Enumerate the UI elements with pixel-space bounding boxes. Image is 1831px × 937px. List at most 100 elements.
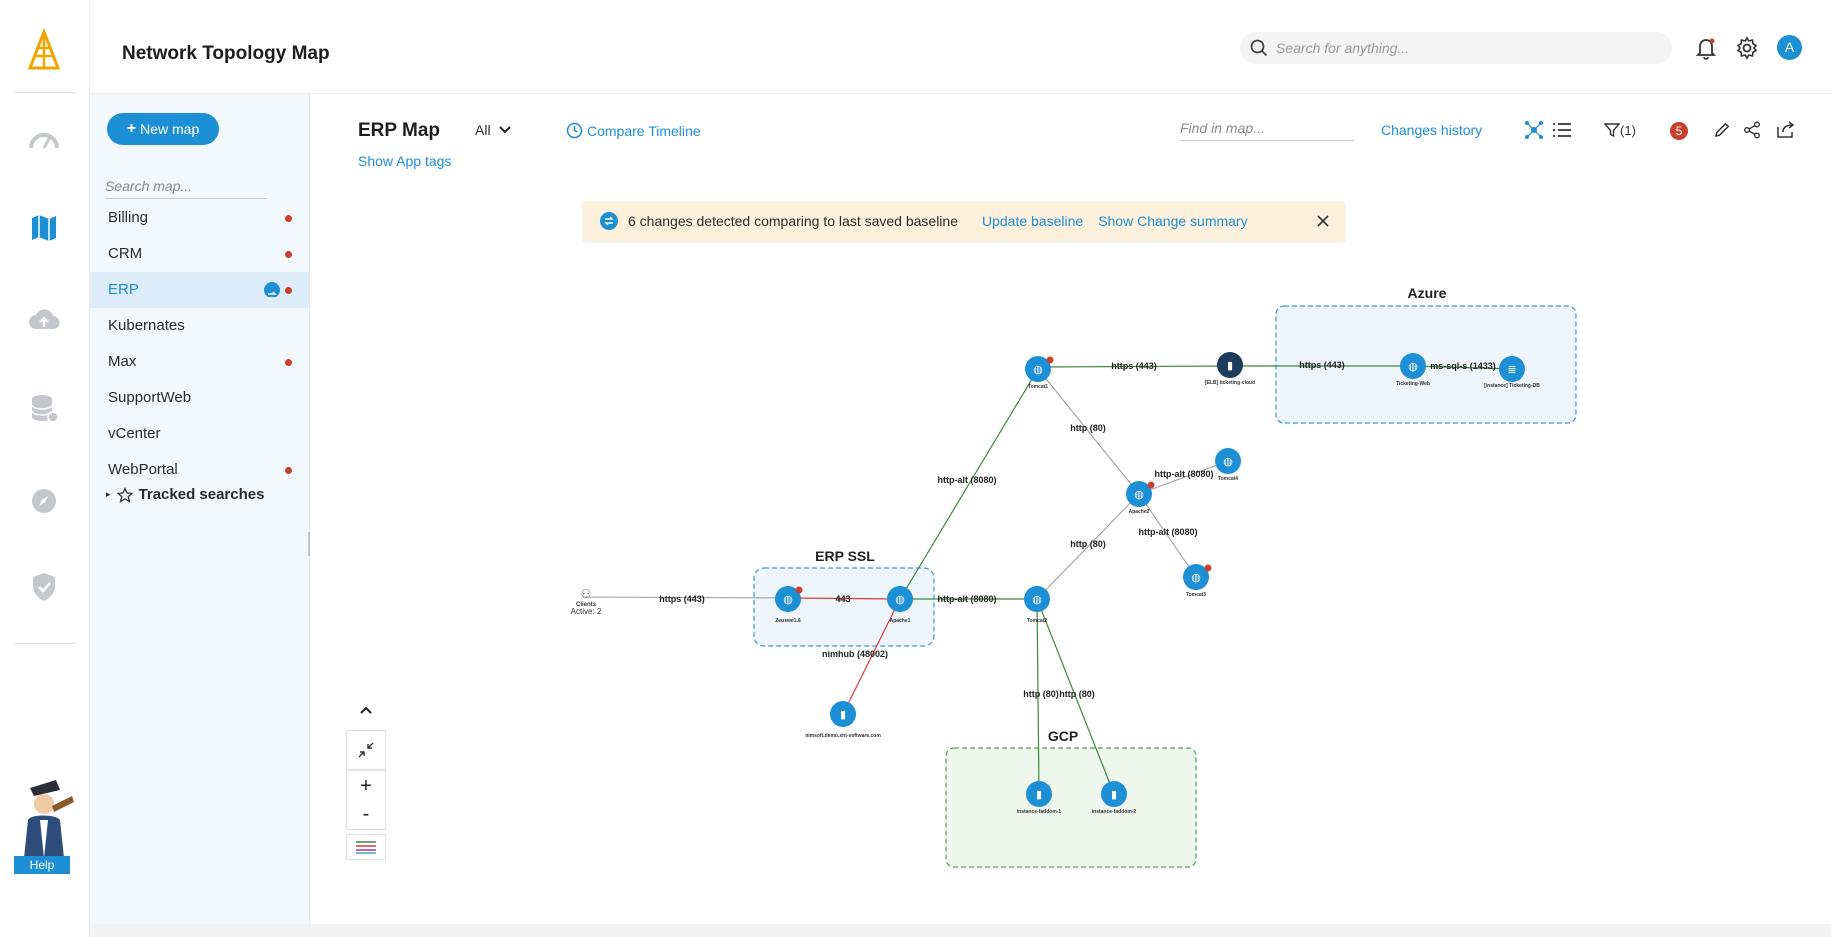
rail-divider — [14, 643, 76, 644]
alert-dot — [285, 287, 292, 294]
database-icon: ≣ — [1507, 364, 1516, 376]
settings-gear-icon[interactable] — [1733, 34, 1761, 62]
globe-icon: ◍ — [895, 594, 905, 606]
globe-icon: ◍ — [783, 594, 793, 606]
map-item-label: Kubernates — [108, 317, 185, 334]
map-item-kubernates[interactable]: Kubernates — [90, 308, 310, 344]
tracked-searches[interactable]: ▸ Tracked searches — [106, 486, 264, 503]
map-item-billing[interactable]: Billing — [90, 200, 310, 236]
node-tomcat2: ◍ Tomcat2 — [1024, 586, 1050, 624]
chevron-down-icon — [498, 126, 511, 134]
edge-zeus-apache1 — [787, 597, 901, 600]
map-list: Billing CRM ERP Kubernates Max SupportWe… — [90, 200, 310, 488]
svg-text:Tomcat3: Tomcat3 — [1186, 592, 1206, 598]
map-item-supportweb[interactable]: SupportWeb — [90, 380, 310, 416]
edge-label: http-alt (8080) — [937, 594, 996, 604]
map-icon[interactable] — [24, 208, 64, 248]
alert-dot — [285, 215, 292, 222]
dashboard-icon[interactable] — [24, 121, 64, 161]
close-icon[interactable] — [1315, 213, 1331, 229]
export-icon[interactable] — [1774, 118, 1798, 142]
search-input[interactable] — [1276, 40, 1656, 56]
node-clients: ⚇ Clients Active: 2 — [571, 587, 602, 616]
zoom-in-icon[interactable]: + — [360, 774, 372, 797]
cloud-icon[interactable] — [24, 300, 64, 340]
edit-pencil-icon[interactable] — [1710, 118, 1734, 142]
funnel-icon — [1604, 123, 1621, 138]
star-icon — [116, 486, 133, 503]
edge-tomcat1-apache2 — [1037, 368, 1140, 495]
group-azure — [1275, 305, 1577, 424]
globe-icon: ◍ — [1033, 364, 1043, 376]
node-apache2: ◍ Apache2 — [1126, 481, 1155, 515]
rail-divider — [14, 92, 76, 93]
alert-count-badge[interactable]: 5 — [1670, 122, 1688, 140]
find-in-map-input[interactable] — [1180, 116, 1354, 141]
node-ticketing-db: ≣ [instance] Ticketing-DB — [1484, 356, 1540, 389]
globe-icon: ◍ — [1032, 594, 1042, 606]
map-title: ERP Map — [358, 120, 441, 141]
fit-to-screen-icon[interactable] — [346, 734, 386, 766]
sync-icon[interactable] — [264, 282, 280, 301]
list-view-icon[interactable] — [1550, 118, 1574, 142]
notifications-bell-icon[interactable] — [1692, 34, 1720, 62]
chevron-up-icon[interactable] — [346, 698, 386, 722]
edge-label: http-alt (8080) — [1138, 527, 1197, 537]
edge-label: https (443) — [1299, 360, 1345, 370]
help-mascot-icon — [16, 776, 74, 858]
changes-history-link[interactable]: Changes history — [1381, 122, 1483, 138]
compare-timeline-link[interactable]: Compare Timeline — [566, 122, 701, 139]
help-label[interactable]: Help — [14, 856, 70, 874]
group-label-erp-ssl: ERP SSL — [815, 548, 875, 564]
show-app-tags-link[interactable]: Show App tags — [358, 153, 452, 169]
svg-text:Tomcat2: Tomcat2 — [1027, 618, 1047, 624]
edge-apache2-tomcat3 — [1138, 493, 1197, 578]
shield-icon[interactable] — [24, 567, 64, 607]
server-icon: ▮ — [1036, 789, 1042, 801]
sync-icon — [600, 212, 618, 230]
group-label-gcp: GCP — [1048, 728, 1078, 744]
show-change-summary-link[interactable]: Show Change summary — [1098, 213, 1248, 229]
compass-icon[interactable] — [24, 481, 64, 521]
map-item-crm[interactable]: CRM — [90, 236, 310, 272]
filter-count: (1) — [1620, 122, 1636, 138]
svg-text:Apache2: Apache2 — [1129, 509, 1150, 515]
filter-button[interactable]: (1) — [1600, 118, 1640, 142]
map-item-max[interactable]: Max — [90, 344, 310, 380]
node-faddom-2: ▮ instance-faddom-2 — [1092, 781, 1136, 815]
zoom-out-icon[interactable]: - — [362, 802, 370, 825]
node-nimsoft: ▮ nimsoft.demo.xnt-software.com — [805, 701, 881, 739]
map-search-input[interactable] — [105, 174, 267, 199]
share-icon[interactable] — [1740, 118, 1764, 142]
edge-label: http-alt (8080) — [937, 475, 996, 485]
edge-tomcat2-faddom2 — [1036, 598, 1115, 795]
node-faddom-1: ▮ instance-faddom-1 — [1017, 781, 1061, 815]
map-item-vcenter[interactable]: vCenter — [90, 416, 310, 452]
user-avatar[interactable]: A — [1777, 35, 1802, 60]
svg-text:Clients: Clients — [576, 602, 597, 608]
view-filter-dropdown[interactable]: All — [475, 122, 511, 138]
topology-map[interactable]: Azure ERP SSL GCP https (443) 443 http-a… — [310, 94, 1831, 924]
alert-dot — [285, 359, 292, 366]
edge-label: ms-sql-s (1433) — [1430, 361, 1496, 371]
app-logo-icon[interactable] — [24, 27, 64, 72]
globe-icon: ◍ — [1223, 456, 1233, 468]
map-item-erp[interactable]: ERP — [90, 272, 310, 308]
graph-view-icon[interactable] — [1522, 118, 1546, 142]
new-map-button[interactable]: + New map — [107, 113, 219, 145]
group-gcp — [945, 747, 1197, 868]
global-search[interactable] — [1240, 32, 1672, 64]
edge-label: http (80) — [1070, 539, 1106, 549]
svg-text:Ticketing-Web: Ticketing-Web — [1396, 381, 1430, 387]
edge-apache1-nimsoft — [842, 598, 901, 715]
update-baseline-link[interactable]: Update baseline — [982, 213, 1084, 229]
fit-button-box — [346, 730, 386, 770]
svg-text:nimsoft.demo.xnt-software.com: nimsoft.demo.xnt-software.com — [805, 733, 881, 739]
edge-label: http (80) — [1070, 423, 1106, 433]
svg-text:Zeuswe1.6: Zeuswe1.6 — [775, 618, 801, 624]
map-item-webportal[interactable]: WebPortal — [90, 452, 310, 488]
database-icon[interactable] — [24, 388, 64, 428]
edge-label: http-alt (8080) — [1154, 469, 1213, 479]
legend-icon[interactable] — [346, 835, 386, 859]
help-widget[interactable]: Help — [12, 776, 74, 874]
